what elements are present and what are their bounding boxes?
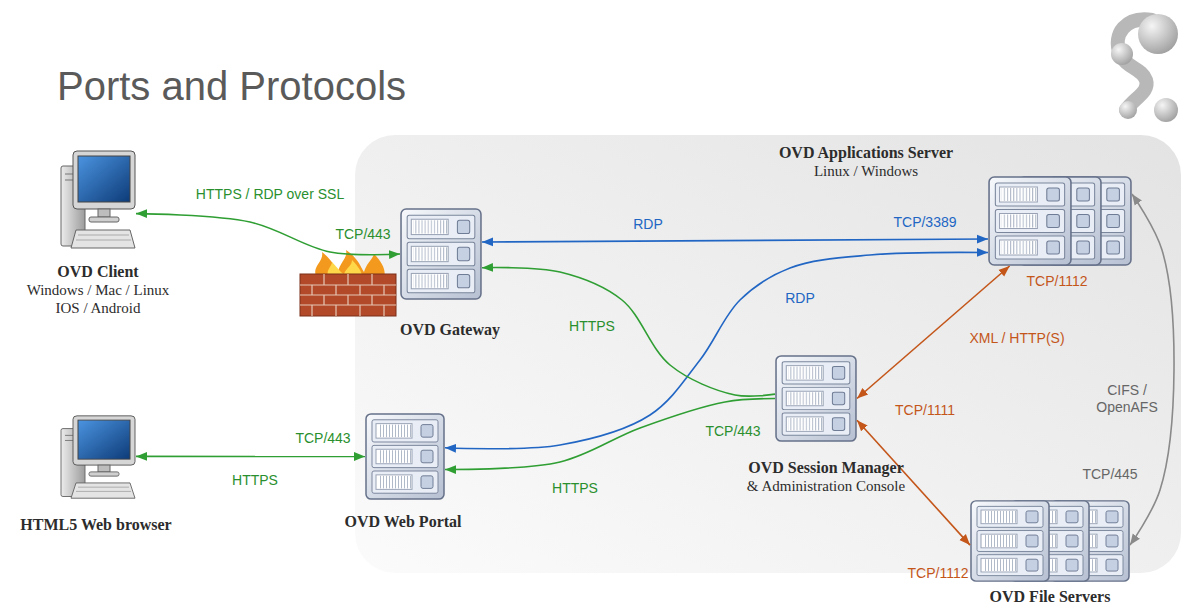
connector <box>136 456 365 458</box>
page-title: Ports and Protocols <box>57 62 406 110</box>
protocol-label: HTTPS <box>552 480 598 497</box>
protocol-label: HTTPS / RDP over SSL <box>196 186 344 203</box>
port-label: TCP/445 <box>1082 466 1137 483</box>
node-title: OVD Gateway <box>375 320 525 339</box>
connector <box>482 268 775 397</box>
logo <box>1111 14 1178 122</box>
connector <box>482 239 988 242</box>
node-title: OVD Session Manager <box>711 458 941 477</box>
client-computer: OVD ClientWindows / Mac / Linux IOS / An… <box>60 150 136 256</box>
node-label: OVD File Servers <box>960 587 1140 606</box>
port-label: TCP/3389 <box>893 214 956 231</box>
connector <box>1130 194 1174 545</box>
node-title: OVD File Servers <box>960 587 1140 606</box>
protocol-label: HTTPS <box>232 472 278 489</box>
port-label: TCP/443 <box>295 430 350 447</box>
application-servers: OVD Applications ServerLinux / Windows <box>988 176 1132 266</box>
port-label: TCP/1112 <box>1027 273 1088 290</box>
node-label: OVD Gateway <box>375 320 525 339</box>
computer-icon <box>61 416 135 498</box>
web-portal-server: OVD Web Portal <box>365 413 445 500</box>
protocol-label: RDP <box>785 290 815 307</box>
server-icon <box>989 177 1071 265</box>
connector <box>136 214 400 255</box>
protocol-label: XML / HTTP(S) <box>969 330 1064 347</box>
port-label: TCP/1111 <box>895 402 955 419</box>
node-subtitle: Linux / Windows <box>741 162 991 180</box>
server-icon <box>366 414 444 499</box>
session-manager-server: OVD Session Manager& Administration Cons… <box>775 355 857 442</box>
server-icon <box>971 501 1049 581</box>
gateway-server: OVD Gateway <box>400 208 482 300</box>
node-label: HTML5 Web browser <box>11 515 181 534</box>
connector <box>445 399 775 470</box>
file-servers: OVD File Servers <box>970 500 1130 582</box>
firewall-icon <box>300 250 396 316</box>
connector <box>445 252 988 448</box>
port-label: TCP/1112 <box>908 565 969 582</box>
node-title: OVD Web Portal <box>328 512 478 531</box>
protocol-label: CIFS / OpenAFS <box>1095 382 1159 416</box>
protocol-label: RDP <box>633 216 663 233</box>
browser-computer: HTML5 Web browser <box>60 415 136 505</box>
server-icon <box>401 209 481 299</box>
computer-icon <box>61 151 135 248</box>
node-label: OVD Web Portal <box>328 512 478 531</box>
port-label: TCP/443 <box>335 226 390 243</box>
node-label: OVD ClientWindows / Mac / Linux IOS / An… <box>23 262 173 317</box>
node-label: OVD Session Manager& Administration Cons… <box>711 458 941 495</box>
node-subtitle: & Administration Console <box>711 477 941 495</box>
node-label: OVD Applications ServerLinux / Windows <box>741 143 991 180</box>
protocol-label: HTTPS <box>569 318 615 335</box>
node-title: HTML5 Web browser <box>11 515 181 534</box>
node-title: OVD Applications Server <box>741 143 991 162</box>
node-subtitle: Windows / Mac / Linux IOS / Android <box>23 281 173 317</box>
port-label: TCP/443 <box>705 423 760 440</box>
node-title: OVD Client <box>23 262 173 281</box>
server-icon <box>776 356 856 441</box>
